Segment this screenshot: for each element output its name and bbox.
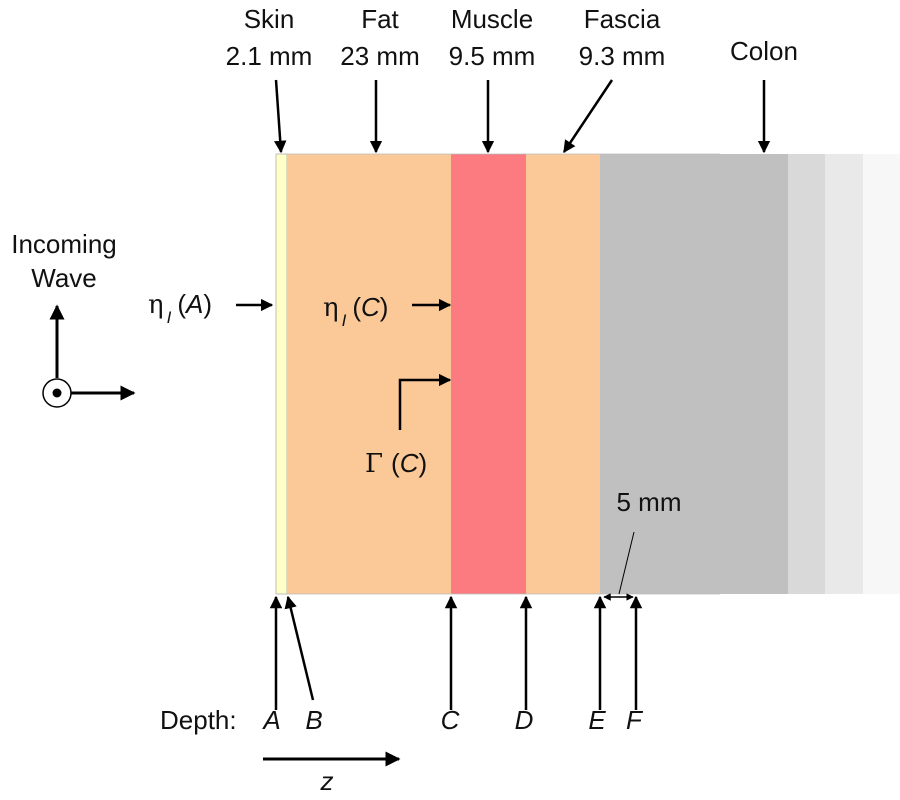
z-axis-label: z bbox=[320, 766, 334, 796]
incoming-wave-label-line1: Incoming bbox=[11, 229, 117, 259]
layer-fascia bbox=[526, 154, 600, 594]
depth-point-d: D bbox=[515, 705, 534, 735]
coordinate-axes-icon bbox=[42, 304, 136, 408]
layer-colon bbox=[600, 154, 788, 594]
label-skin-name: Skin bbox=[244, 4, 295, 34]
colon-fade-3 bbox=[863, 154, 900, 594]
label-fascia-thickness: 9.3 mm bbox=[579, 41, 666, 71]
depth-point-b: B bbox=[305, 705, 322, 735]
depth-point-c: C bbox=[441, 705, 460, 735]
layer-muscle bbox=[451, 154, 526, 594]
arrow-fascia-pointer bbox=[562, 79, 614, 154]
label-muscle-thickness: 9.5 mm bbox=[449, 41, 536, 71]
colon-fade-1 bbox=[788, 154, 825, 594]
depth-point-a: A bbox=[261, 705, 280, 735]
label-fascia-name: Fascia bbox=[584, 4, 661, 34]
gap-leader-line bbox=[618, 531, 635, 595]
label-fat-thickness: 23 mm bbox=[340, 41, 419, 71]
layer-skin bbox=[275, 153, 288, 595]
depth-label: Depth: bbox=[160, 705, 237, 735]
label-muscle-name: Muscle bbox=[451, 4, 533, 34]
layer-fat bbox=[287, 154, 451, 594]
colon-fade-2 bbox=[825, 154, 863, 594]
label-colon-name: Colon bbox=[730, 36, 798, 66]
depth-point-e: E bbox=[588, 705, 606, 735]
arrow-skin-pointer bbox=[273, 79, 287, 154]
incoming-wave-label-line2: Wave bbox=[31, 263, 97, 293]
label-skin-thickness: 2.1 mm bbox=[226, 41, 313, 71]
gamma-c-arrow bbox=[398, 373, 452, 430]
depth-point-f: F bbox=[626, 705, 644, 735]
gamma-c-label: Γ(C) bbox=[365, 448, 427, 479]
label-fat-name: Fat bbox=[361, 4, 399, 34]
depth-arrow-b bbox=[284, 595, 315, 701]
gap-label-5mm: 5 mm bbox=[617, 487, 682, 517]
